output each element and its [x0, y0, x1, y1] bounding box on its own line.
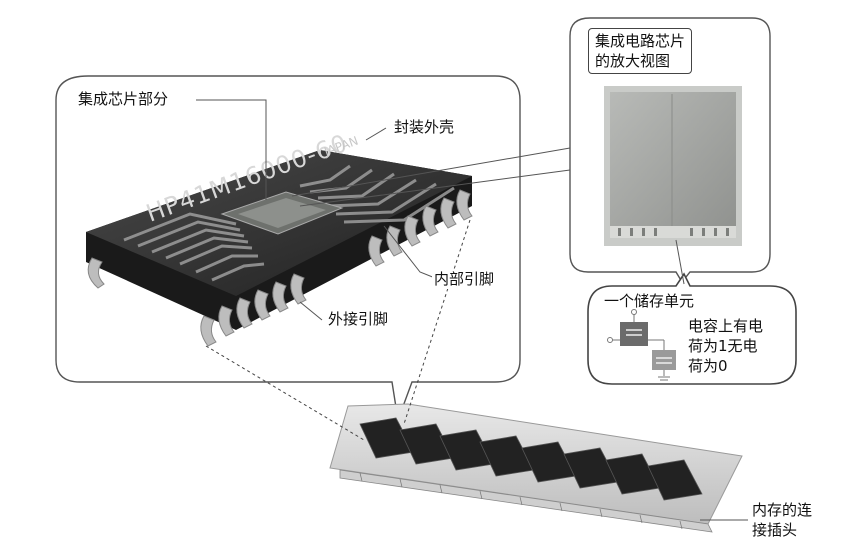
zoom-title-line1: 集成电路芯片 [595, 32, 686, 50]
dashed-projection-lines [205, 219, 471, 441]
connector-line2: 接插头 [752, 521, 798, 539]
zoom-view-title: 集成电路芯片 的放大视图 [588, 28, 693, 74]
label-storage-unit: 一个储存单元 [604, 292, 695, 310]
label-chip-section: 集成芯片部分 [76, 90, 171, 109]
capacitor-line3: 荷为0 [688, 357, 728, 375]
die-magnified-image [604, 86, 742, 246]
zoom-title-line2: 的放大视图 [595, 52, 671, 70]
label-housing: 封装外壳 [392, 118, 457, 137]
capacitor-line1: 电容上有电 [688, 317, 764, 335]
capacitor-description: 电容上有电 荷为1无电 荷为0 [688, 316, 763, 376]
memory-module [329, 403, 743, 533]
label-internal-pins: 内部引脚 [432, 270, 497, 289]
storage-unit-callout-frame [587, 272, 797, 385]
capacitor-line2: 荷为1无电 [688, 337, 758, 355]
connector-description: 内存的连 接插头 [752, 500, 812, 540]
label-external-pins: 外接引脚 [326, 310, 391, 329]
leader-lines [196, 99, 685, 321]
capacitor-cell-icon [607, 309, 676, 381]
connector-line1: 内存的连 [752, 501, 813, 519]
